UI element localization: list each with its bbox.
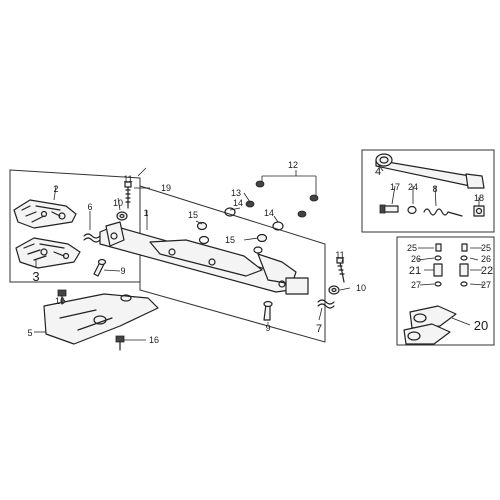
callout-27-right: 27 [481,280,491,290]
side-stand-rod [375,153,485,189]
bulbs-20 [403,305,457,345]
pin-9-left [93,258,107,277]
bolt-16-top [57,289,67,305]
callout-10-left: 10 [113,198,123,208]
callout-16-bottom: 16 [149,335,159,345]
callout-11-left: 11 [123,174,132,184]
callout-11-right: 11 [335,250,344,260]
callout-27-left: 27 [411,280,421,290]
pin-9-center [263,300,273,321]
callout-7: 7 [316,323,322,335]
bolt-17 [379,204,399,214]
callout-20: 20 [474,318,488,333]
spring-7 [317,299,335,309]
footrest-upper [13,199,77,229]
bracket-plate [43,293,159,345]
callout-15-left: 15 [188,210,198,220]
spring-8 [423,208,463,217]
washer-10-right [328,285,340,295]
callout-24: 24 [408,182,418,192]
bolt-16-bottom [115,335,125,351]
washers-14-15 [196,207,284,254]
callout-22: 22 [481,265,493,277]
callout-1: 1 [143,208,148,218]
callout-12: 12 [288,160,298,170]
callout-19: 19 [161,183,171,193]
right-lower-frame [396,236,495,346]
callout-26-left: 26 [411,254,421,264]
bolt-11-right [336,257,345,283]
footrest-lower [15,237,81,269]
washer-10-left [116,211,128,221]
callout-26-right: 26 [481,254,491,264]
callout-4: 4 [375,166,381,178]
callout-13: 13 [231,188,241,198]
bolts-12-13 [245,180,319,218]
callout-8: 8 [432,184,437,194]
main-stand-bar [99,221,309,295]
callout-25-left: 25 [407,243,417,253]
spring-6 [83,233,101,243]
callout-21: 21 [409,265,421,277]
small-parts-left-col [433,243,443,287]
callout-14-right: 14 [264,208,274,218]
callout-labels: 1 2 3 4 5 6 7 8 9 9 10 10 11 11 12 13 14… [27,160,493,345]
right-upper-frame [361,149,495,233]
callout-18: 18 [474,193,484,203]
callout-16-top: 16 [55,296,65,306]
callout-14-left: 14 [233,198,243,208]
washer-24 [407,205,417,215]
nut-18 [473,205,485,217]
bolt-11-left [124,181,132,209]
callout-15-right: 15 [225,235,235,245]
callout-25-right: 25 [481,243,491,253]
callout-2: 2 [53,184,58,194]
callout-6: 6 [87,202,92,212]
small-parts-right-col [459,243,469,287]
callout-9-center: 9 [265,323,270,333]
callout-3: 3 [32,269,39,284]
leader-lines [34,163,485,341]
callout-17: 17 [390,182,400,192]
callout-9-left: 9 [120,266,125,276]
callout-5: 5 [27,328,32,338]
callout-10-right: 10 [356,283,366,293]
